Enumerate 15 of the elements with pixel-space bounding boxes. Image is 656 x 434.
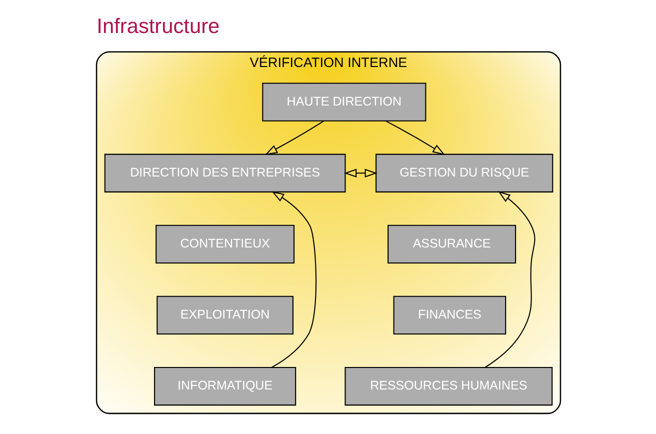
node-box: HAUTE DIRECTION: [262, 82, 426, 122]
diagram-title: Infrastructure: [96, 15, 220, 38]
node-box: FINANCES: [392, 296, 506, 335]
node-box: ASSURANCE: [387, 224, 516, 264]
arrow: [344, 168, 377, 178]
node-box: DIRECTION DES ENTREPRISES: [104, 154, 346, 192]
node-box: EXPLOITATION: [156, 296, 293, 335]
node-box: INFORMATIQUE: [154, 366, 296, 406]
arrow: [264, 120, 324, 155]
node-box: GESTION DU RISQUE: [375, 154, 553, 192]
arrow: [271, 191, 316, 368]
node-box: CONTENTIEUX: [155, 224, 294, 264]
node-box: RESSOURCES HUMAINES: [344, 366, 552, 406]
arrow: [484, 191, 535, 368]
arrow: [385, 120, 445, 156]
